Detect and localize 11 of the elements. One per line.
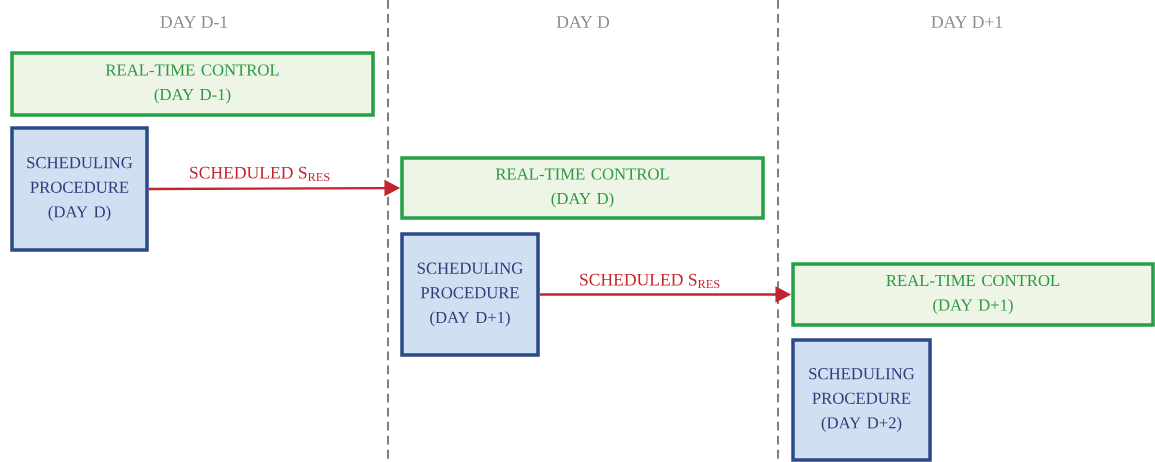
realtime-control-box: REAL-TIME CONTROL (DAY D+1) <box>791 262 1155 327</box>
realtime-control-box: REAL-TIME CONTROL (DAY D) <box>400 156 765 220</box>
edge-label: SCHEDULED S$_{RES}$ <box>190 166 330 182</box>
scheduling-box: SCHEDULING PROCEDURE (DAY D) <box>10 126 149 252</box>
day-heading: DAY D+1 <box>931 16 1003 28</box>
scheduling-box: SCHEDULING PROCEDURE (DAY D+2) <box>791 338 932 462</box>
day-heading: DAY D <box>556 16 610 28</box>
edge-label: SCHEDULED S$_{RES}$ <box>580 273 720 289</box>
day-heading: DAY D-1 <box>160 16 228 28</box>
scheduling-box: SCHEDULING PROCEDURE (DAY D+1) <box>400 232 540 357</box>
realtime-control-box: REAL-TIME CONTROL (DAY D-1) <box>10 51 375 117</box>
